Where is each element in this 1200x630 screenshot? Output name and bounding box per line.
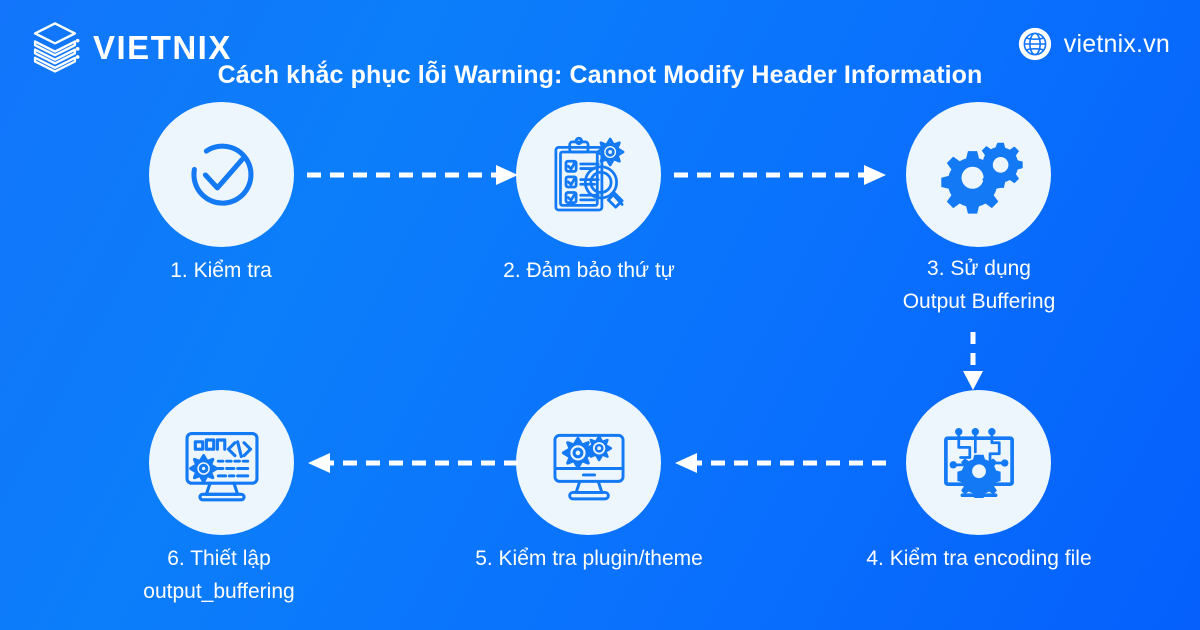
step-2-label: 2. Đảm bảo thứ tự xyxy=(503,259,675,282)
arrow-step2-to-step3 xyxy=(674,165,886,185)
step-5-label: 5. Kiểm tra plugin/theme xyxy=(475,547,703,570)
step-5-icon-circle xyxy=(516,390,661,535)
brand-logo: VIETNIX xyxy=(26,18,232,76)
arrow-step4-to-step5 xyxy=(675,453,886,473)
stacked-layers-icon xyxy=(33,22,80,73)
step-6-icon-circle xyxy=(149,390,294,535)
step-4-icon-circle xyxy=(906,390,1051,535)
page-title: Cách khắc phục lỗi Warning: Cannot Modif… xyxy=(217,61,983,89)
monitor-gears-icon xyxy=(552,433,625,500)
arrow-step3-to-step4 xyxy=(963,332,983,390)
monitor-circuit-gear-icon xyxy=(943,427,1014,498)
step-6-label: 6. Thiết lập output_buffering xyxy=(143,547,295,603)
site-url-text: vietnix.vn xyxy=(1063,29,1170,58)
monitor-code-gear-icon xyxy=(184,431,259,501)
step-3-label: 3. Sử dụng Output Buffering xyxy=(902,257,1056,313)
arrow-step1-to-step2 xyxy=(307,165,518,185)
gears-icon xyxy=(940,142,1023,214)
arrow-step5-to-step6 xyxy=(308,453,518,473)
step-1-icon-circle xyxy=(149,102,294,247)
site-url-badge[interactable]: vietnix.vn xyxy=(1018,27,1170,61)
step-4-label: 4. Kiểm tra encoding file xyxy=(866,547,1092,570)
globe-icon xyxy=(1018,27,1051,61)
clipboard-checklist-search-icon xyxy=(554,136,624,211)
step-2-icon-circle xyxy=(516,102,661,247)
check-circle-icon xyxy=(190,143,253,206)
step-1-label: 1. Kiểm tra xyxy=(170,259,272,282)
step-3-icon-circle xyxy=(906,102,1051,247)
brand-logo-text: VIETNIX xyxy=(93,28,232,66)
